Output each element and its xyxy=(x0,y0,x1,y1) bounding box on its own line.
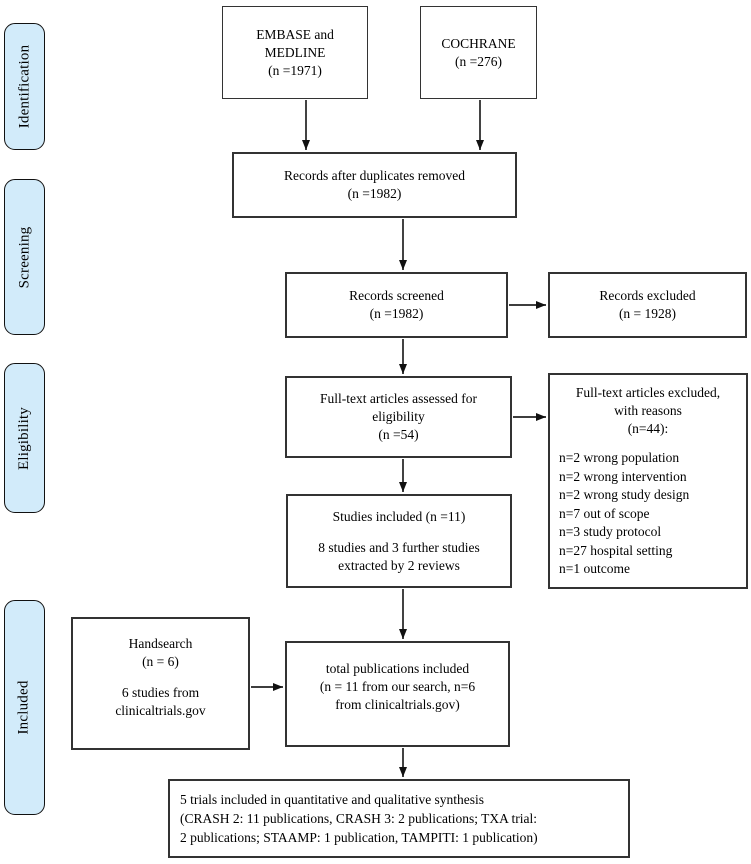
box-text-line: (n =1971) xyxy=(268,62,322,78)
box-text-line: MEDLINE xyxy=(264,44,326,60)
box-text-line: total publications included xyxy=(325,661,470,676)
box-text-line: (n = 6) xyxy=(142,654,179,669)
box-text-line: 5 trials included in quantitative and qu… xyxy=(180,792,485,807)
box-text-line: with reasons xyxy=(614,403,682,418)
stage-eligibility-label: Eligibility xyxy=(16,406,33,470)
box-text-line: COCHRANE xyxy=(441,35,516,51)
stage-included: Included xyxy=(4,600,45,815)
box-records-screened: Records screened (n =1982) xyxy=(285,272,508,338)
box-text-line: 6 studies from xyxy=(121,685,200,700)
exclusion-reason: n=2 wrong population xyxy=(559,450,680,465)
box-fulltext-assessed: Full-text articles assessed for eligibil… xyxy=(285,376,512,458)
stage-eligibility: Eligibility xyxy=(4,363,45,513)
box-text-line: clinicaltrials.gov xyxy=(115,703,206,718)
stage-identification: Identification xyxy=(4,23,45,150)
box-handsearch: Handsearch (n = 6) 6 studies from clinic… xyxy=(71,617,250,750)
stage-screening-label: Screening xyxy=(16,226,32,288)
box-text-line: (n =1982) xyxy=(369,306,424,321)
box-text-line: Studies included (n =11) xyxy=(332,508,466,524)
box-text-line: Full-text articles excluded, xyxy=(575,385,721,400)
box-studies-included: Studies included (n =11) 8 studies and 3… xyxy=(286,494,512,588)
box-text-line: Handsearch xyxy=(128,636,193,651)
box-total-publications-included: total publications included (n = 11 from… xyxy=(285,641,510,747)
box-text-line: (n = 11 from our search, n=6 xyxy=(319,679,476,694)
exclusion-reason: n=2 wrong study design xyxy=(559,487,690,502)
box-cochrane: COCHRANE (n =276) xyxy=(420,6,537,99)
box-trials-synthesis: 5 trials included in quantitative and qu… xyxy=(168,779,630,858)
box-text-line: (n =1982) xyxy=(347,186,402,201)
box-text-line: (n=44): xyxy=(627,421,669,436)
box-text-line: from clinicaltrials.gov) xyxy=(335,697,460,712)
box-embase-medline: EMBASE and MEDLINE (n =1971) xyxy=(222,6,368,99)
exclusion-reason: n=2 wrong intervention xyxy=(559,468,687,484)
box-text-line: extracted by 2 reviews xyxy=(338,557,460,573)
exclusion-reason: n=3 study protocol xyxy=(559,524,662,539)
box-text-line: Records screened xyxy=(349,288,444,303)
box-text-line: eligibility xyxy=(372,409,425,424)
box-records-after-duplicates-removed: Records after duplicates removed (n =198… xyxy=(232,152,517,218)
box-text-line: 2 publications; STAAMP: 1 publication, T… xyxy=(180,830,538,845)
box-text-line: (n =54) xyxy=(378,427,419,442)
box-text-line: EMBASE and xyxy=(256,26,334,42)
box-text-line: (n = 1928) xyxy=(618,306,677,321)
box-text-line: Full-text articles assessed for xyxy=(319,391,478,406)
box-text-line: Records after duplicates removed xyxy=(283,168,466,183)
stage-screening: Screening xyxy=(4,179,45,335)
box-text-line: Records excluded xyxy=(599,288,696,303)
stage-included-label: Included xyxy=(16,680,33,735)
exclusion-reason: n=1 outcome xyxy=(559,561,630,576)
box-text-line: 8 studies and 3 further studies xyxy=(318,539,480,555)
box-text-line: (CRASH 2: 11 publications, CRASH 3: 2 pu… xyxy=(180,811,538,826)
exclusion-reasons-list: n=2 wrong population n=2 wrong intervent… xyxy=(550,449,689,579)
box-text-line: (n =276) xyxy=(455,53,502,69)
box-fulltext-excluded-reasons: Full-text articles excluded, with reason… xyxy=(548,373,748,589)
box-records-excluded: Records excluded (n = 1928) xyxy=(548,272,747,338)
exclusion-reason: n=7 out of scope xyxy=(559,505,650,521)
exclusion-reason: n=27 hospital setting xyxy=(559,542,673,558)
stage-identification-label: Identification xyxy=(16,44,33,129)
